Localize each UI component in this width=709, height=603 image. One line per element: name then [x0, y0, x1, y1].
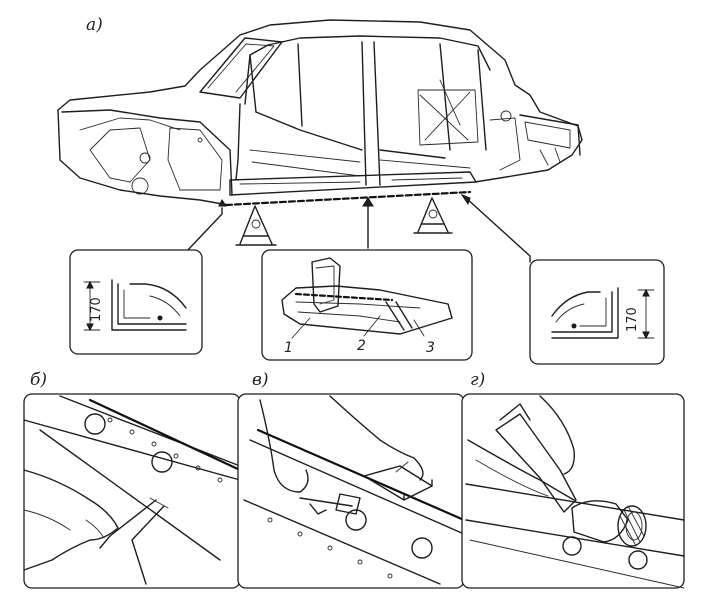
dimension-right-value: 170	[625, 307, 640, 332]
car-body-shell	[57, 19, 583, 206]
support-stand-right	[413, 197, 453, 234]
callout-2: 2	[357, 338, 366, 354]
callout-3: 3	[426, 340, 435, 356]
frame-g-grinding	[461, 393, 685, 589]
frame-v-chiseling	[237, 393, 466, 589]
sill-panel	[224, 171, 477, 207]
label-v: в)	[252, 370, 269, 390]
label-a: а)	[86, 15, 103, 35]
frame-b-spot-weld-cutting	[23, 393, 242, 589]
leader-arrows	[185, 193, 531, 263]
support-stand-left	[235, 205, 277, 246]
detail-right-panel: 170	[529, 259, 665, 365]
detail-center-panel: 1 2 3	[261, 249, 473, 361]
callout-1: 1	[284, 340, 293, 356]
detail-left-panel: 170	[69, 249, 203, 355]
label-b: б)	[30, 370, 47, 390]
label-g: г)	[470, 370, 485, 390]
dimension-left-value: 170	[89, 297, 104, 322]
